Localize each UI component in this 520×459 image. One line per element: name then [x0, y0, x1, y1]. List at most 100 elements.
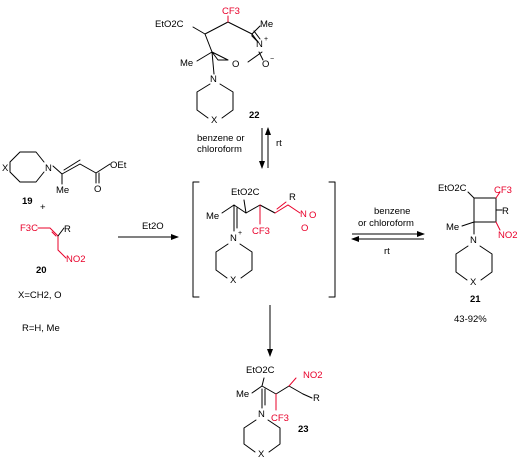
zwitterion-intermediate: EtO2C R Me CF3 N O O N + X [192, 181, 336, 298]
ester-bond [192, 26, 206, 35]
piperidine-ring [243, 419, 281, 453]
methyl-bond [251, 25, 261, 35]
cf3-label: CF3 [271, 413, 289, 424]
x-definition: X=CH2, O [18, 290, 62, 301]
ester-bond [467, 191, 475, 199]
backbone [221, 204, 276, 214]
compound-number: 21 [470, 294, 481, 305]
n-label: N [45, 163, 52, 174]
n-o-bond [258, 51, 264, 61]
compound-number: 20 [36, 265, 47, 276]
r-label: R [502, 206, 509, 217]
compound-20: F3C R NO2 20 [20, 223, 86, 276]
cf3-label: CF3 [252, 226, 270, 237]
piperidine-ring [196, 83, 234, 119]
yield-label: 43-92% [454, 314, 487, 325]
ring-bonds [204, 21, 263, 63]
methyl-label: Me [56, 185, 69, 196]
piperidine-ring [455, 245, 493, 281]
nitronate-bond [274, 204, 301, 214]
no2-label: NO2 [303, 370, 323, 381]
methyl-bond [461, 221, 475, 227]
ester-bond [243, 199, 247, 214]
methyl-label: Me [236, 389, 249, 400]
nitrone-n-label: N [256, 39, 263, 50]
no2-bond [288, 377, 297, 387]
vertical-equilibrium-arrows: benzene or chloroform rt [197, 127, 282, 169]
condition-label: rt [276, 138, 282, 149]
backbone [251, 385, 304, 395]
r-definition: R=H, Me [22, 323, 60, 334]
oxide-oxygen-label: O [262, 59, 269, 70]
nitronate-o-label: O [309, 210, 316, 221]
ester-label: EtO2C [246, 365, 275, 376]
ester-label: EtO2C [155, 19, 184, 30]
condition-label: rt [384, 246, 390, 257]
morpholine-ring [9, 151, 45, 183]
r-label: R [64, 224, 71, 235]
methyl-label: Me [260, 19, 273, 30]
x-label: X [2, 163, 9, 174]
x-label: X [470, 277, 477, 288]
r-label: R [313, 393, 320, 404]
compound-19: X N OEt O Me 19 [2, 151, 127, 207]
compound-number: 22 [249, 110, 260, 121]
right-bracket [328, 181, 336, 298]
methyl-label: Me [446, 222, 459, 233]
double-bond [276, 201, 287, 210]
ring-n-label: N [210, 74, 217, 85]
enamine-chain [52, 163, 111, 175]
solvent-label: chloroform [197, 144, 242, 155]
methyl-label: Me [206, 211, 219, 222]
ester-bond [261, 377, 265, 387]
charge-minus: − [270, 56, 274, 63]
ester-label: OEt [110, 160, 127, 171]
ester-label: EtO2C [231, 187, 260, 198]
cf3-label: CF3 [494, 185, 512, 196]
no2-label: NO2 [66, 254, 86, 265]
compound-number: 23 [298, 424, 309, 435]
cf3-bond [495, 191, 501, 199]
double-bond [51, 231, 57, 237]
cf3-label: CF3 [222, 6, 240, 17]
compound-21: EtO2C CF3 R Me NO2 N X 21 43-92% [438, 183, 518, 325]
r-label: R [289, 192, 296, 203]
nitronate-n-label: N [300, 209, 307, 220]
charge-plus: + [264, 36, 268, 43]
n-label: N [470, 235, 477, 246]
n-label: N [258, 409, 265, 420]
x-label: X [258, 449, 265, 459]
solvent-label: benzene [374, 206, 410, 217]
n-bond [211, 51, 215, 75]
compound-23: EtO2C NO2 Me R CF3 N X 23 [236, 365, 323, 459]
double-bond [63, 159, 81, 171]
reagent-label: Et2O [142, 221, 164, 232]
iminium-n-label: N [230, 233, 237, 244]
compound-22: EtO2C CF3 Me Me N + O O − N X 22 [155, 6, 274, 126]
solvent-label: benzene or [197, 133, 245, 144]
carbonyl-o-label: O [94, 184, 101, 195]
no2-bond [495, 221, 501, 231]
no2-label: NO2 [498, 230, 518, 241]
double-bond [253, 30, 261, 40]
r-bond [302, 393, 313, 399]
nitronate-o-label: O [301, 223, 308, 234]
r-bond [57, 227, 65, 237]
x-label: X [230, 275, 237, 286]
cyclobutane-ring [473, 197, 497, 223]
et2o-arrow: Et2O [118, 221, 179, 240]
methyl-bond [196, 51, 213, 62]
ring-oxygen-label: O [232, 59, 239, 70]
solvent-label: or chloroform [358, 218, 414, 229]
horizontal-equilibrium-arrows: benzene or chloroform rt [351, 206, 425, 257]
ester-label: EtO2C [438, 183, 467, 194]
methyl-label: Me [180, 58, 193, 69]
piperidine-ring [215, 243, 253, 279]
cf3-label: F3C [20, 223, 38, 234]
charge-plus: + [238, 230, 242, 237]
left-bracket [192, 181, 200, 298]
x-label: X [211, 115, 218, 126]
compound-number: 19 [22, 196, 33, 207]
plus-sign: + [40, 202, 46, 213]
